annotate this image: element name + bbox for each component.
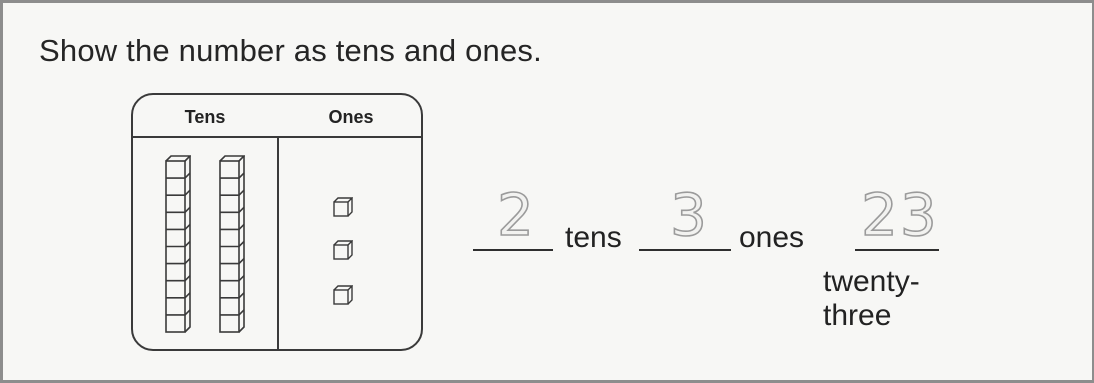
instruction-text: Show the number as tens and ones.	[39, 33, 542, 68]
one-cube	[333, 197, 353, 217]
number-blank[interactable]	[855, 249, 939, 251]
header-divider	[133, 136, 421, 138]
tens-column-header: Tens	[184, 107, 226, 127]
one-cube	[333, 285, 353, 305]
ones-answer[interactable]: 3	[669, 181, 708, 249]
number-word: twenty-three	[823, 265, 920, 332]
tens-answer[interactable]: 2	[496, 181, 535, 249]
ten-rod	[219, 155, 245, 333]
ten-rod	[165, 155, 191, 333]
column-divider	[277, 138, 279, 349]
place-value-chart: Tens Ones	[131, 93, 423, 351]
ones-label: ones	[739, 221, 805, 254]
ones-column-header: Ones	[328, 107, 374, 127]
one-cube	[333, 240, 353, 260]
tens-blank[interactable]	[473, 249, 553, 251]
tens-label: tens	[565, 221, 622, 254]
ones-blank[interactable]	[639, 249, 731, 251]
number-answer[interactable]: 23	[860, 181, 939, 249]
